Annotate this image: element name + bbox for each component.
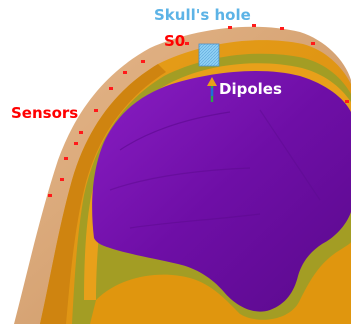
skull-hole-label: Skull's hole (154, 8, 251, 23)
dipoles-label: Dipoles (219, 82, 282, 97)
sensor-dot (74, 142, 78, 145)
sensor-dot (60, 178, 64, 181)
sensor-dot (109, 87, 113, 90)
sensor-dot (48, 194, 52, 197)
sensor-dot (79, 131, 83, 134)
sensor-dot (94, 109, 98, 112)
sensor-dot (64, 157, 68, 160)
sensors-label: Sensors (11, 106, 78, 121)
sensor-dot (185, 42, 189, 45)
sensor-dot (252, 24, 256, 27)
sensor-dot (345, 100, 349, 103)
sensor-dot (141, 60, 145, 63)
s0-label: S0 (164, 34, 185, 49)
sensor-dot (123, 71, 127, 74)
sensor-dot (311, 42, 315, 45)
sensor-dot (228, 26, 232, 29)
sensor-dot (280, 27, 284, 30)
skull-hole-patch (199, 44, 219, 66)
